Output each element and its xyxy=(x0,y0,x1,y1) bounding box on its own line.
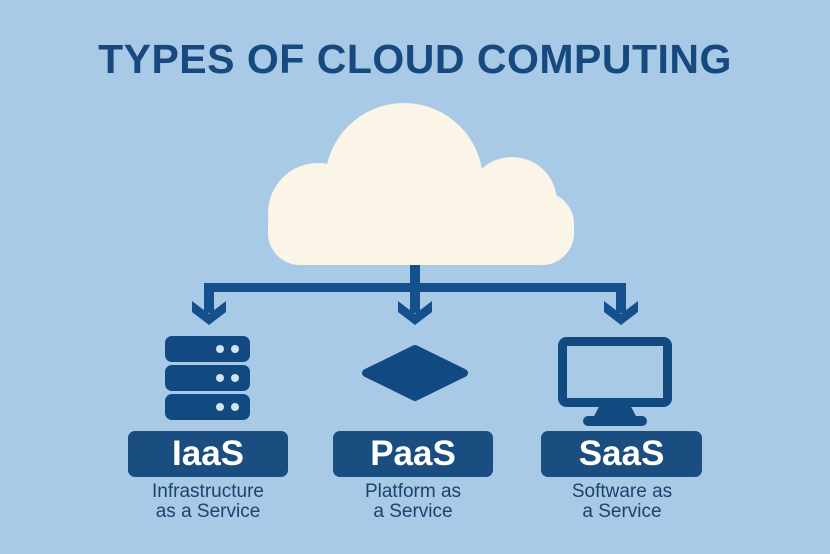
arrow-down-left xyxy=(192,301,226,325)
cloud-icon xyxy=(268,103,574,265)
arrow-down-right xyxy=(604,301,638,325)
server-unit xyxy=(165,365,250,391)
arrow-down-center xyxy=(398,301,432,325)
platform-icon xyxy=(362,345,468,401)
page-title: TYPES OF CLOUD COMPUTING xyxy=(98,36,732,82)
iaas-description: Infrastructure as a Service xyxy=(152,481,264,522)
iaas-label-bar: IaaS xyxy=(128,431,288,477)
server-led-icon xyxy=(216,374,224,382)
server-led-icon xyxy=(231,403,239,411)
saas-label-bar: SaaS xyxy=(541,431,702,477)
monitor-base xyxy=(583,416,647,426)
server-led-icon xyxy=(216,403,224,411)
server-led-icon xyxy=(231,345,239,353)
server-unit xyxy=(165,394,250,420)
paas-description: Platform as a Service xyxy=(364,481,462,522)
paas-label-bar: PaaS xyxy=(333,431,493,477)
server-led-icon xyxy=(216,345,224,353)
saas-description: Software as a Service xyxy=(571,481,673,522)
server-led-icon xyxy=(231,374,239,382)
monitor-icon xyxy=(558,337,672,426)
server-unit xyxy=(165,336,250,362)
server-icon xyxy=(165,336,250,420)
monitor-stand xyxy=(593,403,637,418)
